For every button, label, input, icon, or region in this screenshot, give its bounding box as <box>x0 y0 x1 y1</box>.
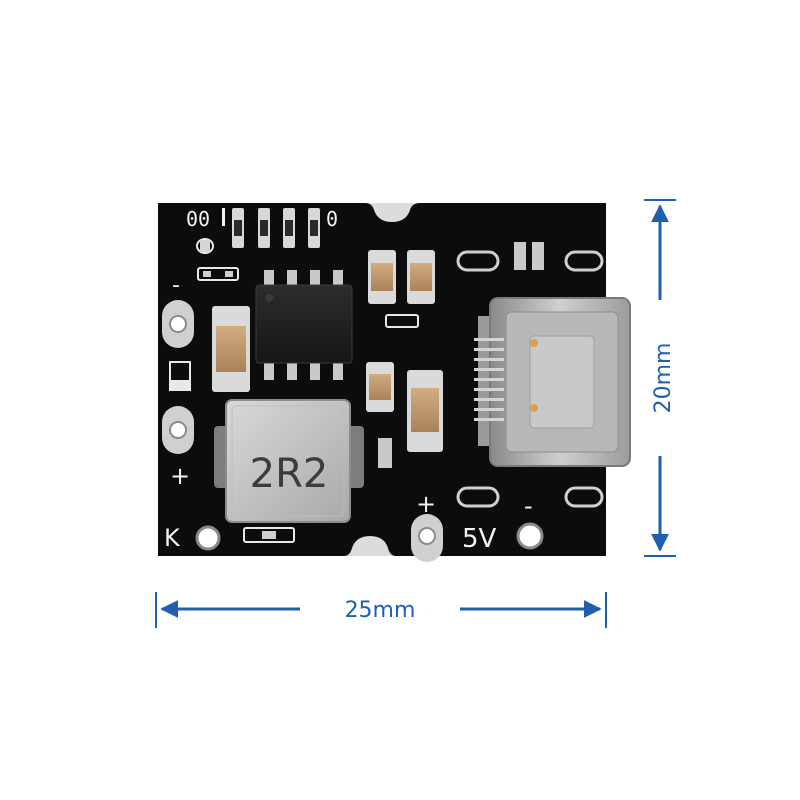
inductor-marking: 2R2 <box>250 451 329 497</box>
battery-minus-pad <box>162 300 194 348</box>
output-plus-label: + <box>416 490 436 518</box>
inductor <box>214 399 364 523</box>
battery-plus-label: + <box>170 462 190 490</box>
ic-chip <box>255 270 353 380</box>
capacitor-top-2 <box>407 250 435 304</box>
output-minus-pad <box>516 522 544 550</box>
usb-c-connector <box>474 297 631 467</box>
battery-minus-label: - <box>172 273 180 298</box>
led-label-left: 00 <box>186 207 210 231</box>
usb-c-pins <box>474 338 504 421</box>
output-voltage-label: 5V <box>462 524 497 554</box>
key-label: K <box>164 524 181 552</box>
output-plus-pad <box>411 514 443 562</box>
output-minus-label: - <box>524 492 533 520</box>
capacitor-left <box>212 306 250 392</box>
height-label: 20mm <box>651 343 676 414</box>
led-label-right: 0 <box>326 207 338 231</box>
key-pad <box>195 525 221 551</box>
battery-plus-pad <box>162 406 194 454</box>
width-dimension <box>155 592 607 628</box>
width-label: 25mm <box>345 598 416 623</box>
height-dimension <box>644 199 676 557</box>
capacitor-top-1 <box>368 250 396 304</box>
led-row <box>232 208 320 248</box>
capacitor-mid-right <box>407 370 443 452</box>
